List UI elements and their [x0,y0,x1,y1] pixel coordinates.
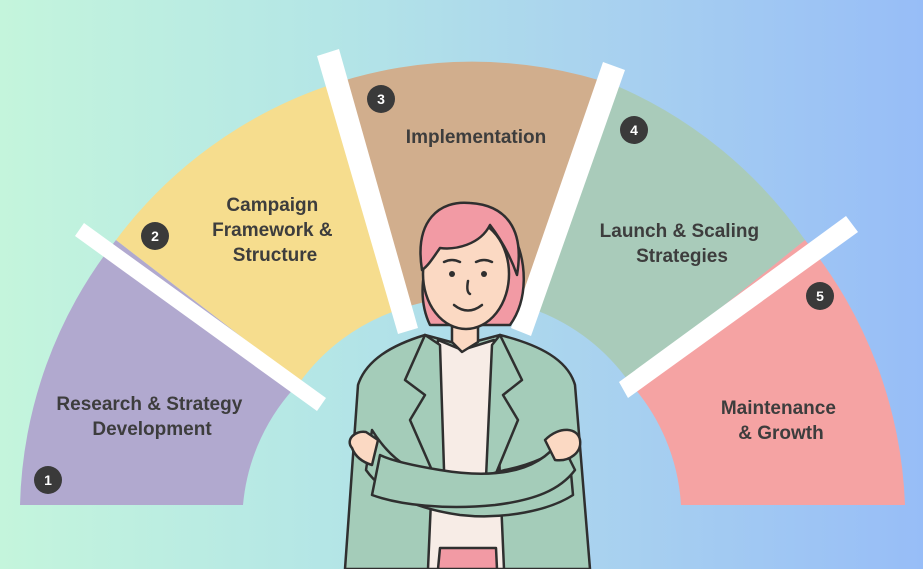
stage-5-label: Maintenance & Growth [721,398,841,444]
badge-2: 2 [141,222,169,250]
stage-4-label: Launch & Scaling Strategies [600,221,765,267]
badge-1-number: 1 [44,472,52,488]
stage-3-label: Implementation [406,127,546,148]
stage-2-label: Campaign Framework & Structure [212,195,338,266]
person-illustration [343,201,592,569]
divider-2 [317,49,418,334]
divider-4 [619,216,858,398]
badge-5: 5 [806,282,834,310]
divider-1 [75,223,326,411]
badge-1: 1 [34,466,62,494]
badge-4: 4 [620,116,648,144]
segment-5 [629,240,905,505]
badge-2-number: 2 [151,228,159,244]
segment-1 [20,240,300,505]
dividers [75,49,858,411]
segment-4 [538,86,805,382]
badge-5-number: 5 [816,288,824,304]
badge-3: 3 [367,85,395,113]
stage-1-label: Research & Strategy Development [56,394,247,440]
badge-3-number: 3 [377,91,385,107]
badge-4-number: 4 [630,122,638,138]
segment-2 [116,86,395,382]
divider-3 [511,62,625,336]
